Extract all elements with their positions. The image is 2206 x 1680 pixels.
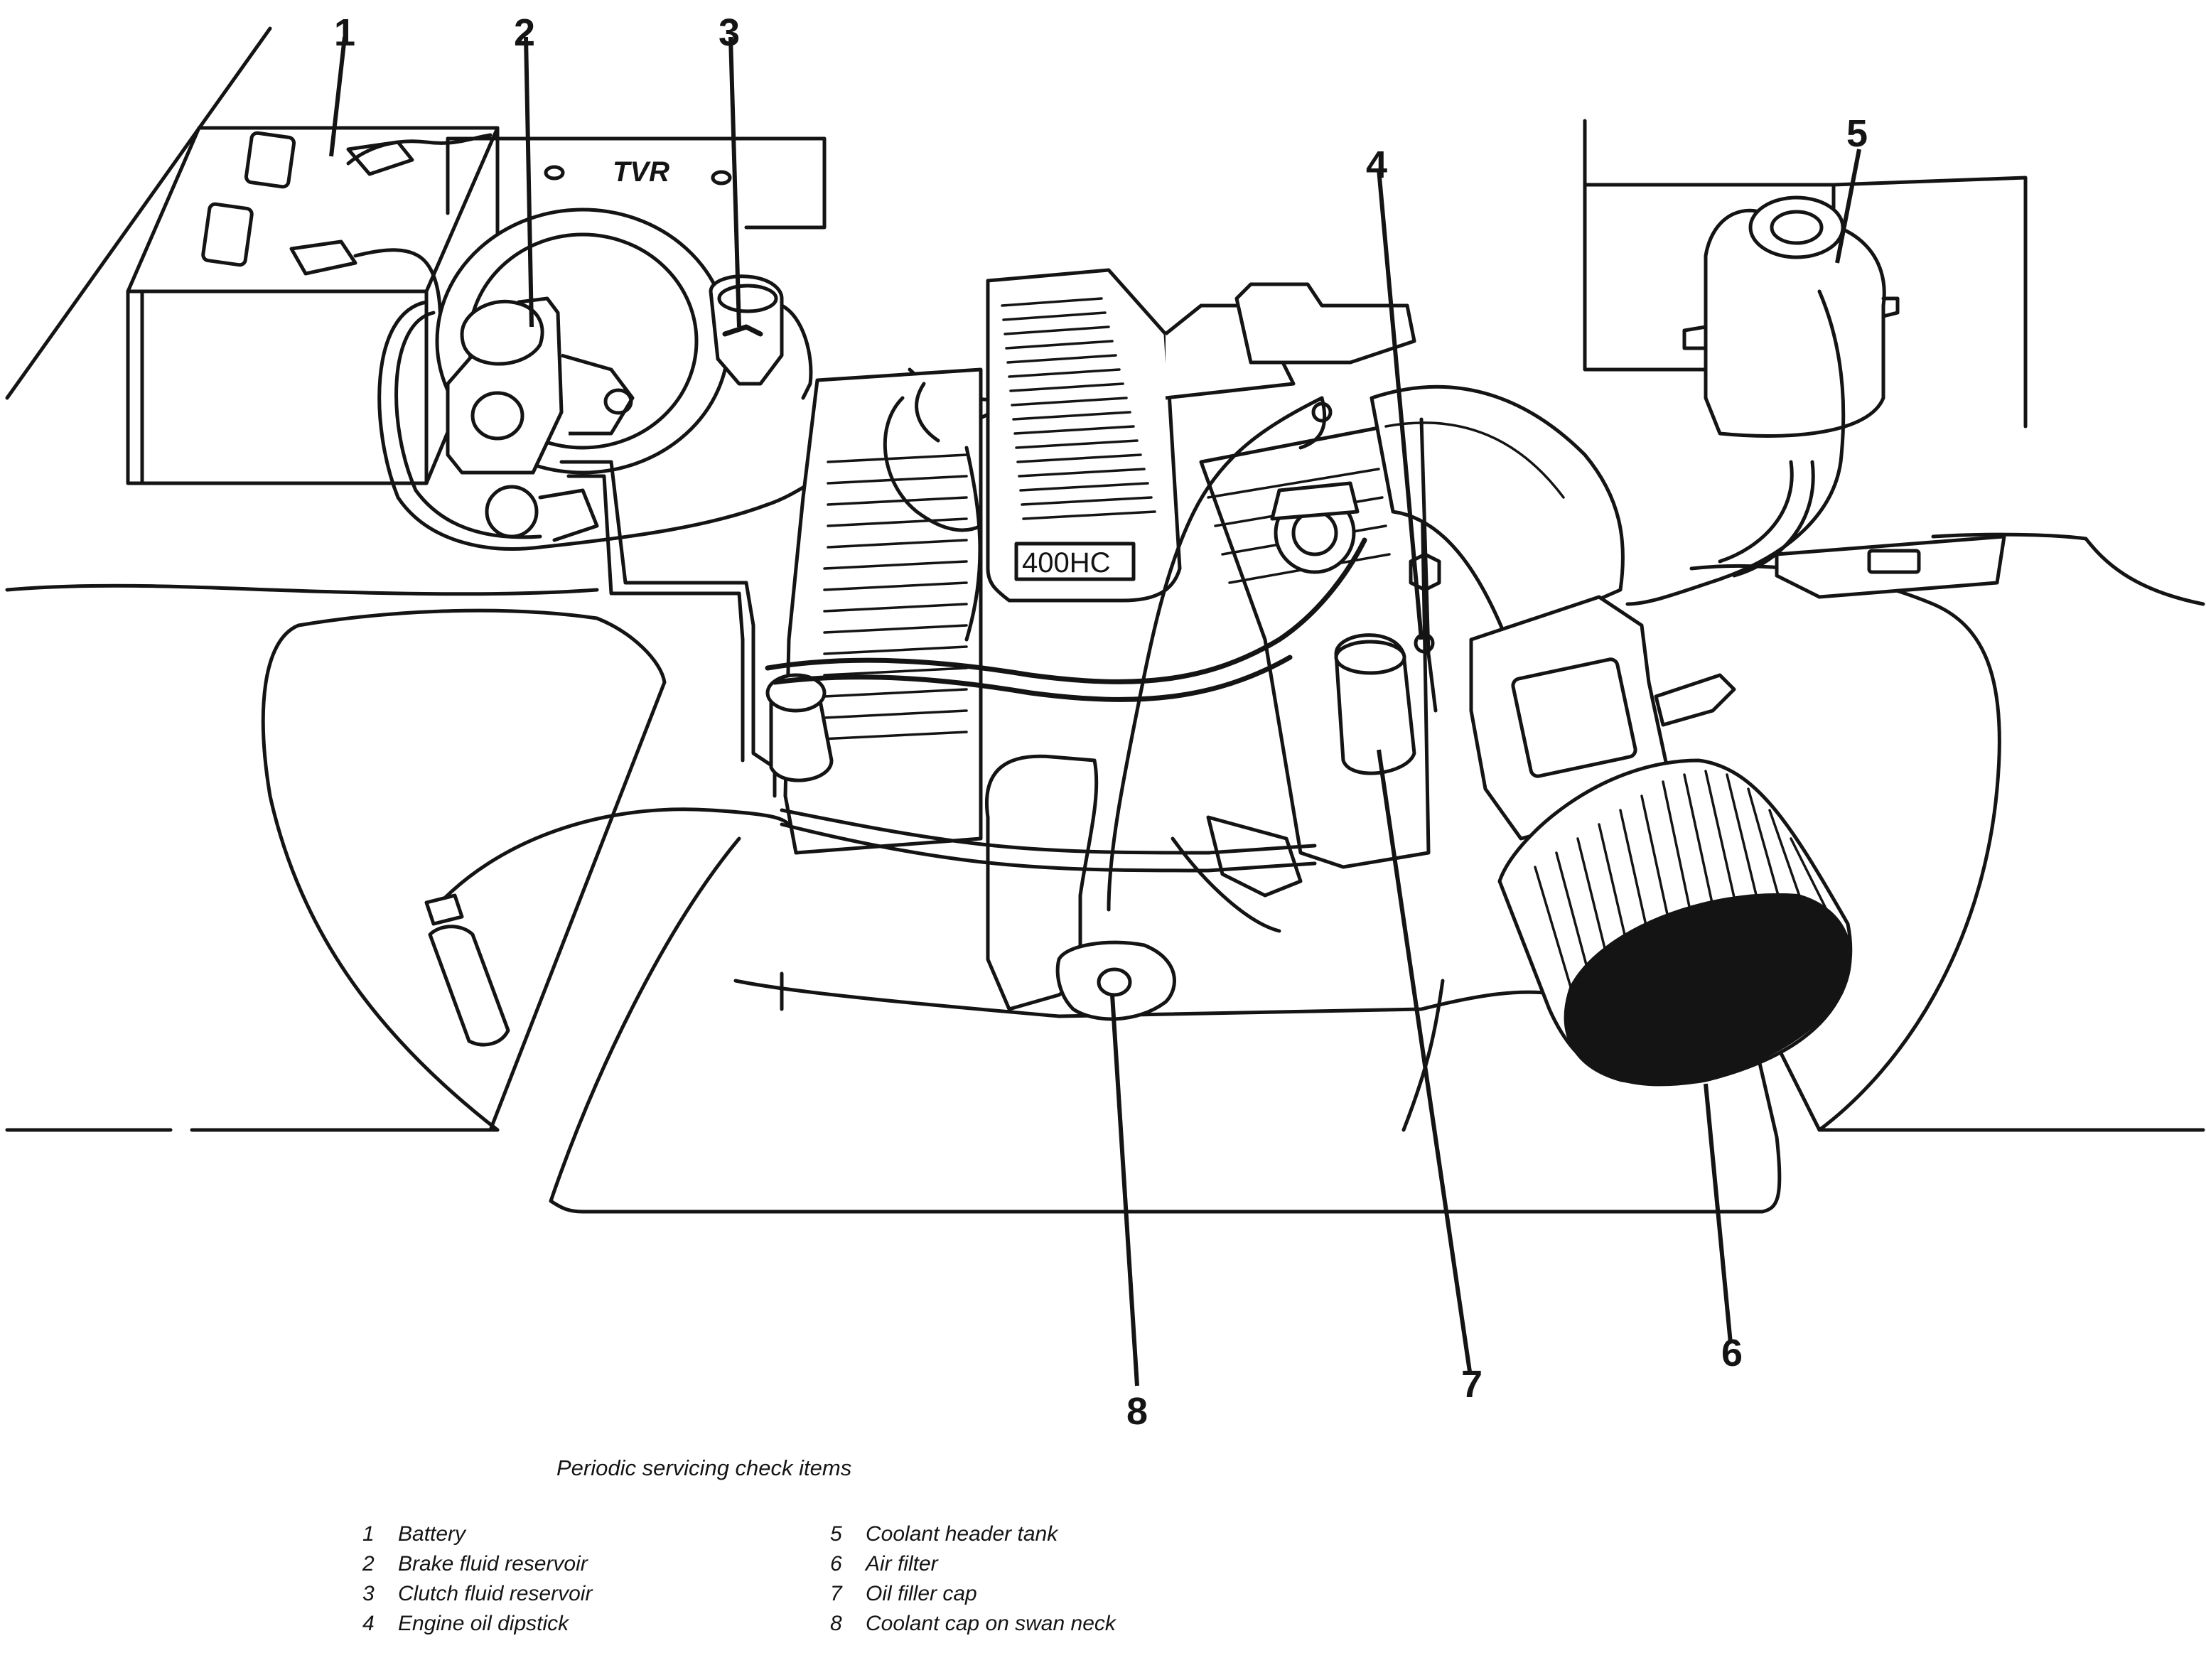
legend-item: 2 Brake fluid reservoir: [362, 1549, 592, 1579]
callout-7: 7: [1461, 1363, 1483, 1406]
air-filter: [1497, 758, 1853, 1087]
coolant-header-tank: [1583, 119, 2028, 606]
legend-number: 8: [830, 1612, 842, 1635]
callout-1: 1: [334, 11, 355, 54]
plenum-chamber: 400HC: [986, 268, 1296, 603]
callout-4: 4: [1366, 144, 1387, 186]
brake-fluid-reservoir: [446, 296, 635, 542]
legend-item: 1 Battery: [362, 1519, 592, 1549]
legend-item: 4 Engine oil dipstick: [362, 1609, 592, 1639]
legend-item: 7 Oil filler cap: [830, 1579, 1116, 1609]
wiring-harness: [765, 382, 1367, 933]
throttle-body: [1234, 282, 1416, 574]
callouts: 1 2 3 4 5 6 7 8: [334, 11, 1868, 1433]
legend-right: 5 Coolant header tank 6 Air filter 7 Oil fi…: [830, 1519, 1116, 1639]
legend-label: Coolant header tank: [866, 1522, 1058, 1546]
lead-left: [424, 807, 791, 1047]
left-rocker-cover: [765, 367, 983, 855]
diagram-caption: Periodic servicing check items: [556, 1455, 852, 1480]
legend-item: 3 Clutch fluid reservoir: [362, 1579, 592, 1609]
legend-label: Battery: [398, 1522, 466, 1546]
legend-number: 6: [830, 1552, 842, 1576]
callout-2: 2: [514, 11, 535, 54]
callout-8: 8: [1126, 1390, 1148, 1433]
legend-item: 8 Coolant cap on swan neck: [830, 1609, 1116, 1639]
legend-label: Clutch fluid reservoir: [398, 1582, 593, 1605]
legend-number: 4: [362, 1612, 375, 1635]
clutch-fluid-reservoir: [709, 274, 813, 400]
swan-neck: [985, 754, 1176, 1021]
plenum-stamp: 400HC: [1022, 547, 1111, 578]
oil-filler: [1334, 633, 1416, 775]
legend-label: Air filter: [866, 1552, 938, 1576]
legend-number: 2: [362, 1552, 375, 1576]
legend-label: Oil filler cap: [866, 1582, 977, 1605]
legend-left: 1 Battery 2 Brake fluid reservoir 3 Clutch …: [362, 1519, 592, 1639]
callout-3: 3: [719, 11, 740, 54]
callout-6: 6: [1721, 1332, 1743, 1374]
legend-number: 5: [830, 1522, 842, 1546]
callout-5: 5: [1846, 112, 1868, 155]
dipstick: [1409, 417, 1441, 713]
legend-label: Brake fluid reservoir: [398, 1552, 588, 1576]
tvr-logo: TVR: [613, 156, 669, 188]
legend-item: 6 Air filter: [830, 1549, 1116, 1579]
legend-label: Coolant cap on swan neck: [866, 1612, 1116, 1635]
legend-number: 3: [362, 1582, 375, 1605]
legend-number: 7: [830, 1582, 842, 1605]
plenum-fins: [1001, 297, 1156, 520]
leader-lines: [329, 36, 1861, 1386]
legend-number: 1: [362, 1522, 375, 1546]
legend-item: 5 Coolant header tank: [830, 1519, 1116, 1549]
right-bracket: [1775, 534, 2006, 599]
legend-label: Engine oil dipstick: [398, 1612, 569, 1635]
battery: [126, 126, 500, 485]
intake-hose: [1370, 384, 1625, 642]
